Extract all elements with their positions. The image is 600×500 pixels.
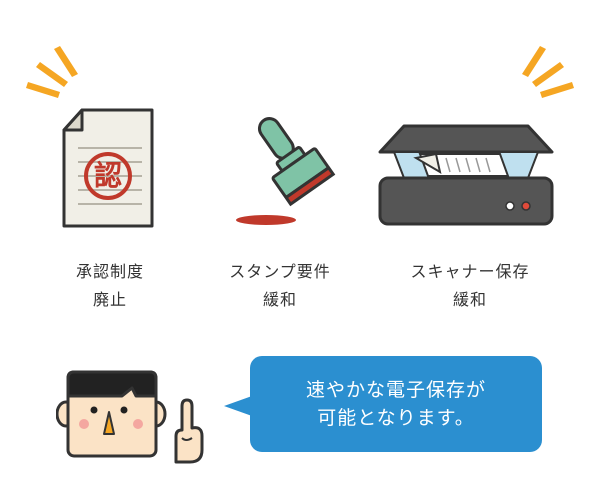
- seal-character: 認: [93, 159, 122, 192]
- caption-stamp-line2: 緩和: [262, 290, 297, 309]
- caption-approval-line2: 廃止: [92, 290, 127, 309]
- caption-stamp-line1: スタンプ要件: [229, 262, 331, 281]
- caption-scanner-line2: 緩和: [452, 290, 487, 309]
- speech-line1: 速やかな電子保存が: [305, 379, 486, 401]
- caption-approval-line1: 承認制度: [75, 262, 144, 281]
- speech-bubble: 速やかな電子保存が 可能となります。: [250, 356, 542, 452]
- accent-marks-right: [522, 46, 574, 98]
- caption-scanner: スキャナー保存 緩和: [385, 258, 555, 314]
- stamp-icon: [236, 117, 336, 225]
- speech-bubble-tail: [224, 396, 252, 416]
- accent-marks-left: [26, 46, 78, 98]
- speech-line2: 可能となります。: [317, 407, 475, 429]
- caption-stamp: スタンプ要件 緩和: [205, 258, 355, 314]
- scanner-icon: [378, 124, 554, 226]
- caption-approval: 承認制度 廃止: [50, 258, 170, 314]
- approval-document-icon: [62, 108, 154, 228]
- caption-scanner-line1: スキャナー保存: [410, 262, 530, 281]
- character-face-icon: [56, 370, 204, 464]
